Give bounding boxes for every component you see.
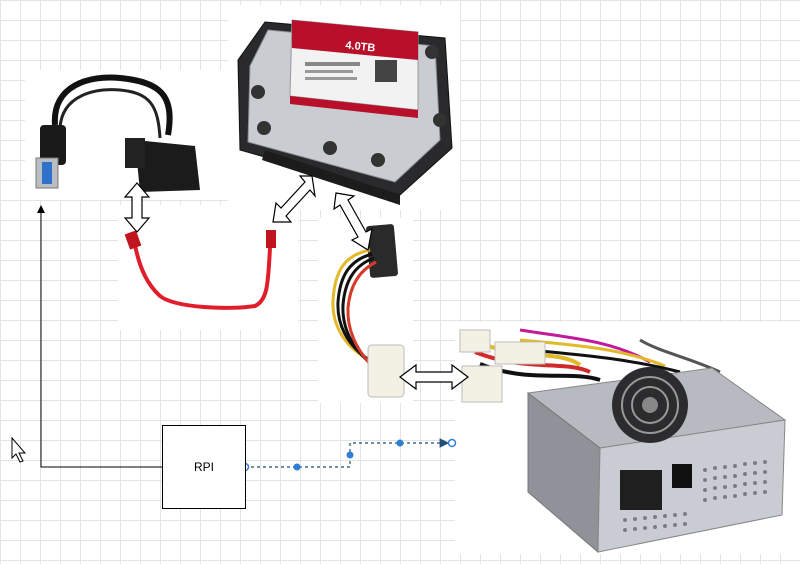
bidirectional-arrow-molex-psu[interactable] bbox=[399, 363, 469, 391]
sata-cable-end-left bbox=[124, 230, 142, 250]
usb-plug-body bbox=[40, 125, 66, 165]
selected-connector-rpi[interactable] bbox=[240, 438, 457, 472]
psu-power-socket bbox=[620, 470, 662, 510]
hdd-label-red-band bbox=[292, 20, 418, 60]
rpi-box[interactable]: RPI bbox=[162, 425, 246, 509]
hard-drive[interactable]: 4.0TB bbox=[237, 19, 453, 205]
psu-molex-plug-1 bbox=[459, 329, 491, 353]
rpi-label: RPI bbox=[193, 460, 214, 474]
hdd-connector-edge bbox=[262, 150, 400, 205]
bidirectional-arrow-power-hdd[interactable] bbox=[333, 192, 373, 251]
connector-waypoint-2[interactable] bbox=[346, 451, 354, 459]
usb3-blue-tab bbox=[42, 162, 52, 184]
bidirectional-arrow-usb-sata[interactable] bbox=[123, 182, 151, 233]
molex-connector bbox=[367, 344, 405, 398]
connector-rpi-to-usb[interactable] bbox=[37, 205, 162, 468]
connector-waypoint-3[interactable] bbox=[396, 439, 404, 447]
molex-to-sata-power-cable[interactable] bbox=[331, 224, 405, 398]
connector-waypoint-1[interactable] bbox=[293, 463, 301, 471]
mouse-cursor-icon bbox=[11, 436, 27, 463]
power-supply[interactable] bbox=[459, 328, 787, 554]
sata-adapter-head bbox=[135, 140, 200, 192]
connector-handle-end[interactable] bbox=[447, 438, 457, 448]
hdd-capacity-label: 4.0TB bbox=[345, 39, 376, 54]
sata-cable-end-right bbox=[266, 230, 276, 248]
psu-molex-plug-2 bbox=[494, 341, 546, 365]
sata-cable[interactable] bbox=[124, 230, 276, 310]
psu-molex-plug-3 bbox=[461, 365, 503, 403]
psu-power-switch bbox=[672, 464, 692, 488]
usb-to-sata-adapter[interactable] bbox=[35, 74, 200, 192]
bidirectional-arrow-sata-hdd[interactable] bbox=[272, 175, 316, 223]
